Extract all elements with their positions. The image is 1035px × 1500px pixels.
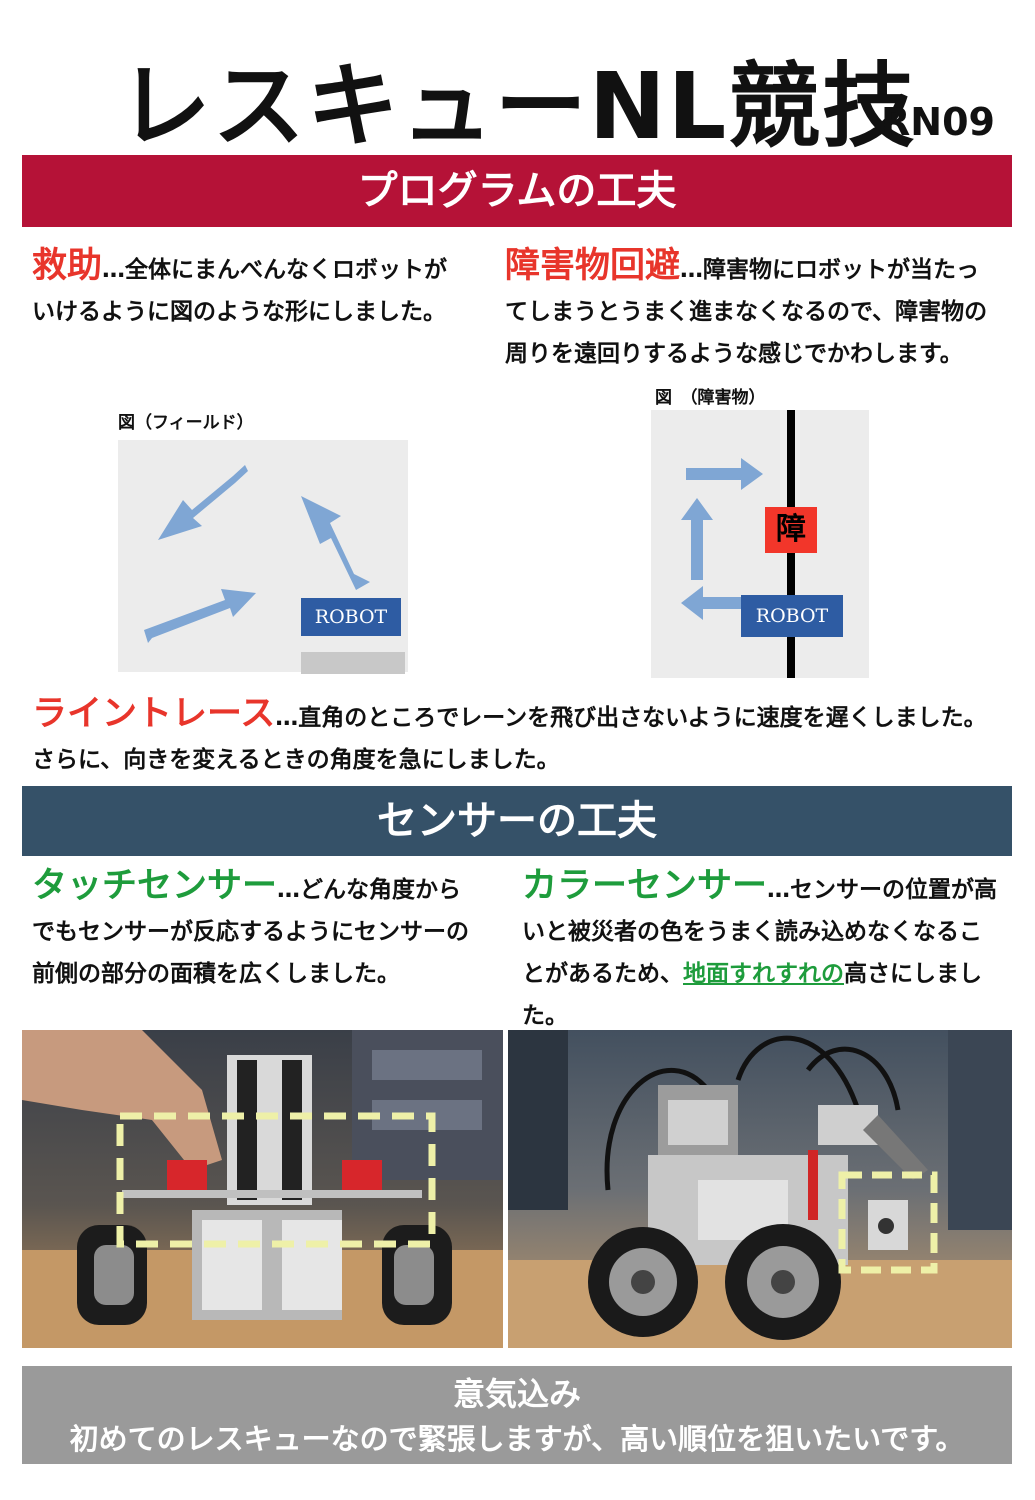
avoid-term: 障害物回避	[505, 246, 681, 286]
touch-term: タッチセンサー	[32, 866, 278, 906]
arrow-up-icon	[681, 498, 713, 580]
obstacle-block: 障	[765, 507, 817, 553]
avoid-text: 障害物にロボットが当たってしまうとうまく進まなくなるので、障害物の周りを遠回りす…	[505, 257, 988, 367]
arrow-left-icon	[681, 586, 746, 620]
obstacle-figure-caption: 図 （障害物）	[655, 388, 766, 408]
field-robot-label: ROBOT	[301, 598, 401, 636]
color-sep: …	[767, 877, 791, 903]
touch-text: どんな角度からでもセンサーが反応するようにセンサーの前側の部分の面積を広くしまし…	[32, 877, 469, 987]
color-text-before: センサーの位置が高いと被災者の色をうまく読み込めなくなることがあるため、	[522, 877, 998, 987]
obstacle-arrows	[681, 458, 763, 620]
robot-front-image	[22, 1030, 503, 1348]
touch-sep: …	[277, 877, 301, 903]
arrow-up-left-icon	[158, 465, 248, 540]
team-code: RN09	[881, 100, 995, 144]
rescue-term: 救助	[32, 246, 103, 286]
linetrace-sep: …	[275, 705, 299, 731]
avoid-sep: …	[680, 257, 704, 283]
arrow-right-icon	[686, 458, 763, 490]
field-figure: ROBOT	[118, 440, 408, 674]
color-sensor-paragraph: カラーセンサー…センサーの位置が高いと被災者の色をうまく読み込めなくなることがあ…	[522, 865, 1002, 1037]
arrow-up-icon	[301, 496, 370, 590]
color-sensor-robot-photo	[508, 1030, 1012, 1348]
obstacle-robot-label: ROBOT	[741, 595, 843, 637]
color-text-after: 高さにしました。	[522, 961, 982, 1029]
linetrace-term: ライントレース	[32, 694, 276, 734]
avoid-paragraph: 障害物回避…障害物にロボットが当たってしまうとうまく進まなくなるので、障害物の周…	[505, 245, 995, 375]
color-term: カラーセンサー	[522, 866, 768, 906]
sensor-section-heading: センサーの工夫	[22, 786, 1012, 856]
motivation-text: 初めてのレスキューなので緊張しますが、高い順位を狙いたいです。	[69, 1422, 965, 1456]
touch-sensor-robot-photo	[22, 1030, 503, 1348]
field-figure-caption: 図（フィールド）	[118, 413, 254, 433]
linetrace-line2: さらに、向きを変えるときの角度を急にしました。	[32, 747, 560, 773]
motivation-box: 意気込み 初めてのレスキューなので緊張しますが、高い順位を狙いたいです。	[22, 1366, 1012, 1464]
linetrace-paragraph: ライントレース…直角のところでレーンを飛び出さないように速度を遅くしました。 さ…	[32, 693, 1007, 781]
robot-side-image	[508, 1030, 1012, 1348]
obstacle-figure: 障 ROBOT	[651, 410, 869, 678]
program-section-heading: プログラムの工夫	[22, 155, 1012, 227]
rescue-paragraph: 救助…全体にまんべんなくロボットがいけるように図のような形にしました。	[32, 245, 462, 333]
touch-sensor-paragraph: タッチセンサー…どんな角度からでもセンサーが反応するようにセンサーの前側の部分の…	[32, 865, 482, 995]
linetrace-line1: 直角のところでレーンを飛び出さないように速度を遅くしました。	[298, 705, 987, 731]
field-start-zone	[301, 652, 405, 674]
field-arrows	[144, 465, 370, 643]
rescue-sep: …	[102, 257, 126, 283]
color-underline-text: 地面すれすれの	[683, 961, 844, 987]
arrow-up-right-icon	[144, 589, 256, 643]
motivation-heading: 意気込み	[452, 1375, 581, 1413]
rescue-text: 全体にまんべんなくロボットがいけるように図のような形にしました。	[32, 257, 448, 325]
page-title: レスキューNL競技	[118, 53, 917, 160]
